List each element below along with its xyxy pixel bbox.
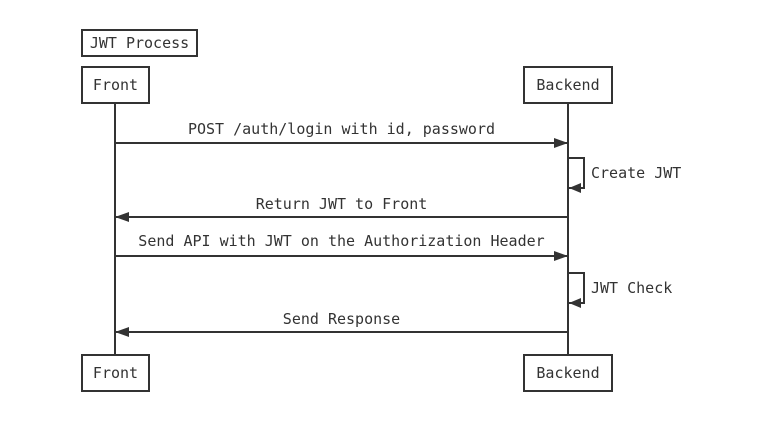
- lifeline-backend: [567, 104, 569, 354]
- arrowhead-right: [554, 138, 568, 148]
- message-label-create-jwt: Create JWT: [591, 164, 682, 182]
- message-label-send-response: Send Response: [282, 310, 401, 328]
- message-line-send-api: [115, 255, 568, 257]
- diagram-title: JWT Process: [81, 29, 198, 57]
- arrowhead-left: [115, 212, 129, 222]
- message-label-return-jwt: Return JWT to Front: [255, 195, 428, 213]
- actor-front-top: Front: [81, 66, 150, 104]
- message-label-send-api: Send API with JWT on the Authorization H…: [138, 232, 545, 250]
- actor-backend-bottom: Backend: [523, 354, 613, 392]
- message-line-return-jwt: [115, 216, 568, 218]
- actor-backend-top: Backend: [523, 66, 613, 104]
- message-label-jwt-check: JWT Check: [591, 279, 673, 297]
- actor-front-bottom: Front: [81, 354, 150, 392]
- message-line-send-response: [115, 331, 568, 333]
- arrowhead-left: [115, 327, 129, 337]
- arrowhead-left: [569, 183, 581, 193]
- message-label-post-login: POST /auth/login with id, password: [187, 120, 496, 138]
- lifeline-front: [114, 104, 116, 354]
- message-line-post-login: [115, 142, 568, 144]
- arrowhead-right: [554, 251, 568, 261]
- arrowhead-left: [569, 298, 581, 308]
